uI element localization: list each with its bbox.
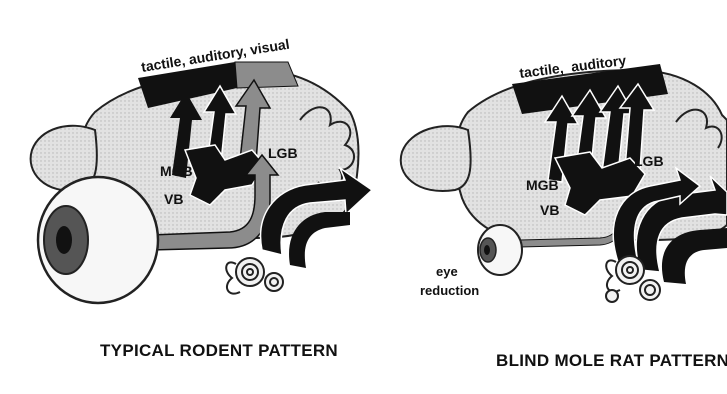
eye-right [478, 225, 522, 275]
nucleus-label-vb-left: VB [164, 191, 183, 207]
cochlea-left [226, 258, 283, 294]
panel-typical-rodent: tactile, auditory, visual MGB VB LGB TYP… [31, 36, 372, 360]
panel-blind-mole-rat: tactile, auditory MGB VB LGB eye reducti… [401, 52, 727, 370]
eye-label-line1: eye [436, 264, 458, 279]
olfactory-bulb-right [401, 126, 471, 191]
caption-left: TYPICAL RODENT PATTERN [100, 341, 338, 360]
eye-label-line2: reduction [420, 283, 479, 298]
nucleus-label-lgb-right: LGB [634, 153, 664, 169]
caption-right: BLIND MOLE RAT PATTERN [496, 351, 727, 370]
nucleus-label-vb-right: VB [540, 202, 559, 218]
cortex-strip-gray-left [235, 62, 298, 88]
eye-left [38, 177, 158, 303]
nucleus-label-mgb-right: MGB [526, 177, 559, 193]
nucleus-label-lgb-left: LGB [268, 145, 298, 161]
nucleus-label-mgb-left: MGB [160, 163, 193, 179]
